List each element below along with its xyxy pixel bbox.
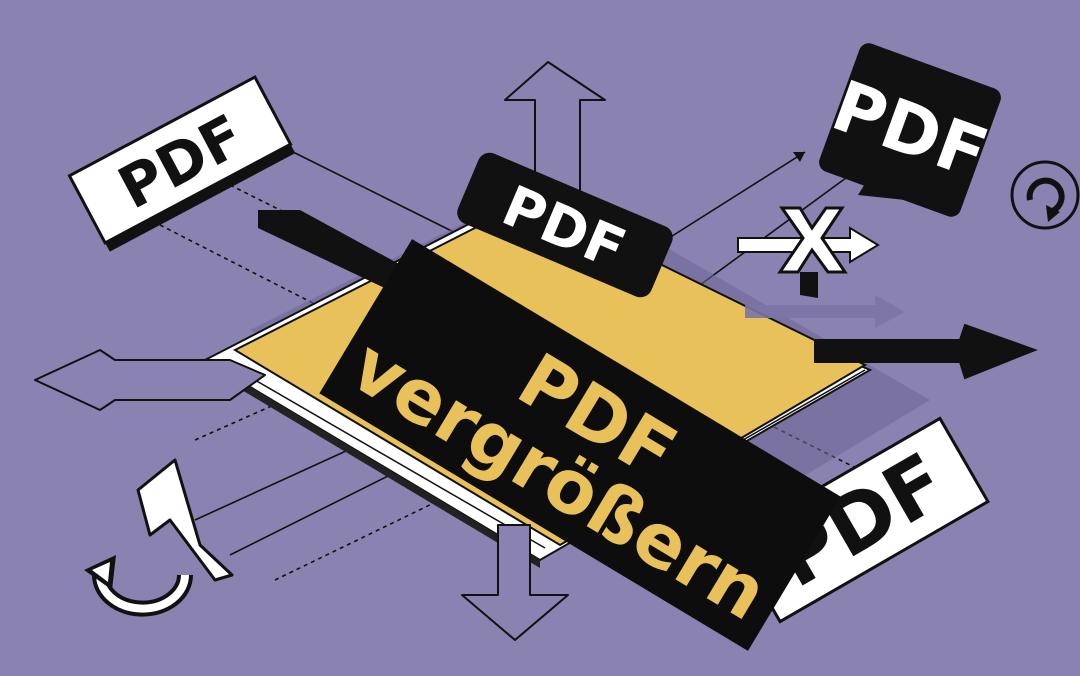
close-icon	[777, 206, 848, 274]
black-arrow-bar	[258, 210, 410, 300]
arrow-right-faded	[745, 295, 905, 328]
guide-arrow-tip	[793, 152, 805, 162]
refresh-icon	[84, 555, 193, 617]
rotate-icon	[1010, 160, 1080, 230]
arrow-left-icon	[34, 349, 266, 411]
pdf-card-top-right: PDF	[819, 43, 1001, 217]
arrow-down-icon	[461, 524, 569, 641]
arrow-up-icon	[504, 61, 606, 201]
close-icon-shadow	[800, 272, 818, 298]
document-edge-line	[254, 379, 546, 549]
cursor-icon	[136, 458, 234, 582]
arrow-right-icon	[814, 323, 1038, 380]
